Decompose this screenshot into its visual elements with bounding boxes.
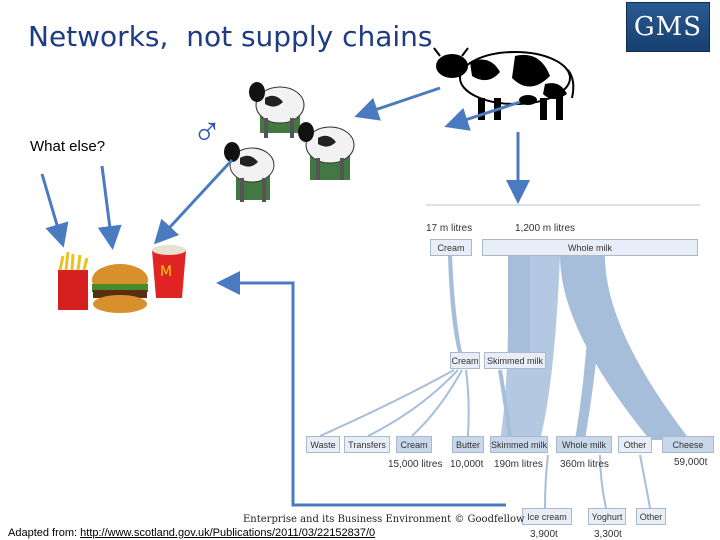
flow-value-cream: 15,000 litres <box>388 459 443 470</box>
milk-flow-bands <box>319 204 700 509</box>
flow-box-mid-cream: Cream <box>450 352 480 369</box>
flow-product-transfers: Transfers <box>344 436 390 453</box>
flow-sub-ice-cream: Ice cream <box>522 508 572 525</box>
cow-icon <box>433 47 575 120</box>
flow-product-butter: Butter <box>452 436 484 453</box>
network-arrows <box>40 86 530 507</box>
calves-icon <box>224 82 355 202</box>
flow-box-mid-skimmed: Skimmed milk <box>484 352 546 369</box>
flow-product-cheese: Cheese <box>662 436 714 453</box>
flow-product-waste: Waste <box>306 436 340 453</box>
flow-box-whole-milk: Whole milk <box>482 239 698 256</box>
flow-value-cheese: 59,000t <box>674 457 708 468</box>
flow-value-whole: 360m litres <box>560 459 609 470</box>
flow-top-label-cream: 17 m litres <box>426 223 473 234</box>
fast-food-icon: M <box>58 245 186 313</box>
male-symbol-icon: ♂ <box>192 110 222 154</box>
flow-value-skimmed: 190m litres <box>494 459 543 470</box>
footer-source-prefix: Adapted from: <box>8 527 78 539</box>
gms-logo: GMS <box>626 2 710 52</box>
flow-sub-value-yoghurt: 3,300t <box>594 529 622 540</box>
flow-product-other: Other <box>618 436 652 453</box>
flow-sub-yoghurt: Yoghurt <box>588 508 626 525</box>
slide-title: Networks, not supply chains <box>28 20 433 53</box>
question-text: What else? <box>30 138 106 155</box>
flow-sub-other: Other <box>636 508 666 525</box>
flow-product-skimmed-milk: Skimmed milk <box>490 436 548 453</box>
footer-source-link[interactable]: http://www.scotland.gov.uk/Publications/… <box>80 527 376 539</box>
flow-value-butter: 10,000t <box>450 459 484 470</box>
flow-product-whole-milk: Whole milk <box>556 436 612 453</box>
flow-box-cream: Cream <box>430 239 472 256</box>
footer-copyright: Enterprise and its Business Environment … <box>243 514 525 525</box>
flow-sub-value-ice-cream: 3,900t <box>530 529 558 540</box>
svg-text:M: M <box>160 264 172 280</box>
flow-top-label-whole-milk: 1,200 m litres <box>515 223 576 234</box>
flow-product-cream: Cream <box>396 436 432 453</box>
footer-source: Adapted from: http://www.scotland.gov.uk… <box>8 527 375 539</box>
